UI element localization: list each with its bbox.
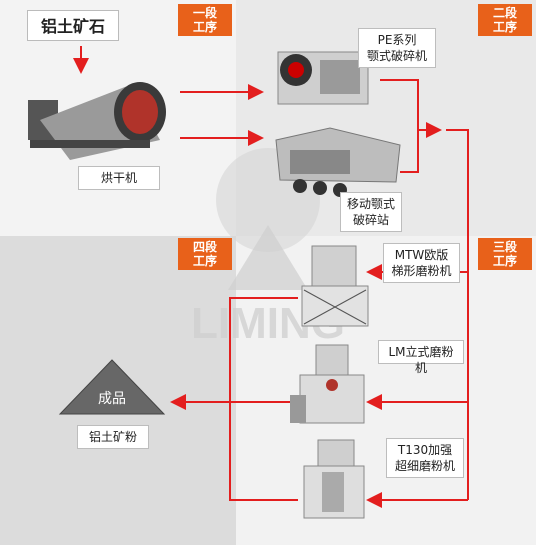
- lm-mill-label: LM立式磨粉机: [378, 340, 464, 375]
- jaw-crusher-icon: [277, 51, 369, 105]
- lm-mill-icon: [290, 344, 365, 424]
- pe-crusher-label: PE系列 颚式破碎机: [358, 28, 436, 68]
- t130-mill-label: T130加强 超细磨粉机: [386, 438, 464, 478]
- t130-mill-icon: [303, 439, 365, 519]
- tag-stage-4: 四段 工序: [178, 238, 232, 270]
- tag-stage-1: 一段 工序: [178, 4, 232, 36]
- product-shape-label: 成品: [98, 391, 126, 407]
- input-material-box: 铝土矿石: [27, 10, 119, 41]
- tag-stage-2: 二段 工序: [478, 4, 532, 36]
- mtw-mill-icon: [301, 245, 369, 327]
- dryer-icon: [28, 82, 166, 160]
- mobile-crusher-label: 移动颚式 破碎站: [340, 192, 402, 232]
- dryer-label: 烘干机: [78, 166, 160, 190]
- mtw-mill-label: MTW欧版 梯形磨粉机: [383, 243, 460, 283]
- tag-stage-3: 三段 工序: [478, 238, 532, 270]
- product-name-label: 铝土矿粉: [77, 425, 149, 449]
- mobile-crusher-icon: [275, 127, 401, 197]
